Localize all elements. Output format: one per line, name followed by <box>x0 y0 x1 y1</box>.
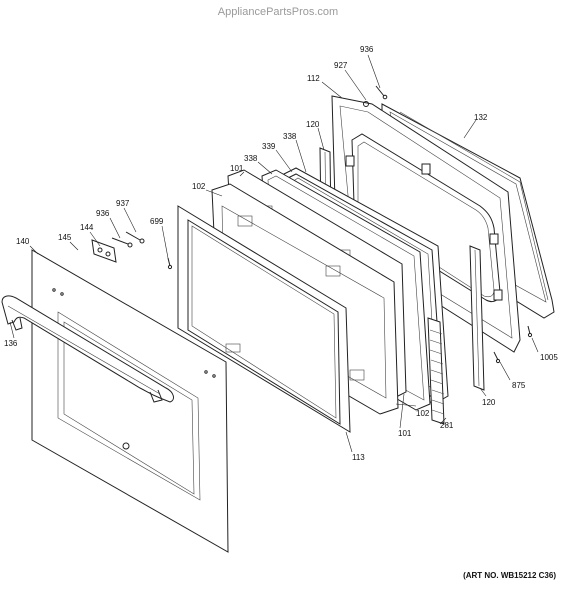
leader-lines <box>9 54 539 453</box>
callout-936-bracket: 936 <box>96 209 110 218</box>
outer-door-glass-140 <box>31 249 229 553</box>
callout-102-top: 102 <box>192 182 206 191</box>
callout-144: 144 <box>80 223 94 232</box>
screw-936-top <box>375 85 388 100</box>
callout-120-top: 120 <box>306 120 320 129</box>
callout-937: 937 <box>116 199 130 208</box>
callout-labels: 936 927 112 132 120 338 339 338 101 102 … <box>4 45 558 462</box>
art-number: (ART NO. WB15212 C36) <box>463 571 556 580</box>
hinge-bar-120-bottom <box>469 245 485 391</box>
screw-936-bracket <box>111 237 133 248</box>
callout-338-top: 338 <box>283 132 297 141</box>
callout-699: 699 <box>150 217 164 226</box>
callout-101-top: 101 <box>230 164 244 173</box>
callout-140: 140 <box>16 237 30 246</box>
callout-936-top: 936 <box>360 45 374 54</box>
callout-875: 875 <box>512 381 526 390</box>
callout-338: 338 <box>244 154 258 163</box>
screw-1005 <box>527 325 533 338</box>
door-handle-136 <box>1 295 174 403</box>
watermark-text: AppliancePartsPros.com <box>218 6 338 18</box>
vent-baffle-281 <box>427 317 445 425</box>
callout-120-bottom: 120 <box>482 398 496 407</box>
callout-113: 113 <box>352 453 365 462</box>
callout-281: 281 <box>440 421 454 430</box>
callout-132: 132 <box>474 113 488 122</box>
callout-927: 927 <box>334 61 348 70</box>
outer-door-frame-113 <box>177 205 351 433</box>
callout-1005: 1005 <box>540 353 558 362</box>
callout-136: 136 <box>4 339 18 348</box>
callout-145: 145 <box>58 233 72 242</box>
callout-101-bottom: 101 <box>398 429 412 438</box>
callout-102-bottom: 102 <box>416 409 430 418</box>
callout-339: 339 <box>262 142 276 151</box>
screw-699 <box>167 257 173 270</box>
screw-875 <box>493 351 501 364</box>
callout-112: 112 <box>307 74 320 83</box>
hinge-bracket-144 <box>91 239 117 263</box>
screw-937 <box>125 231 145 244</box>
